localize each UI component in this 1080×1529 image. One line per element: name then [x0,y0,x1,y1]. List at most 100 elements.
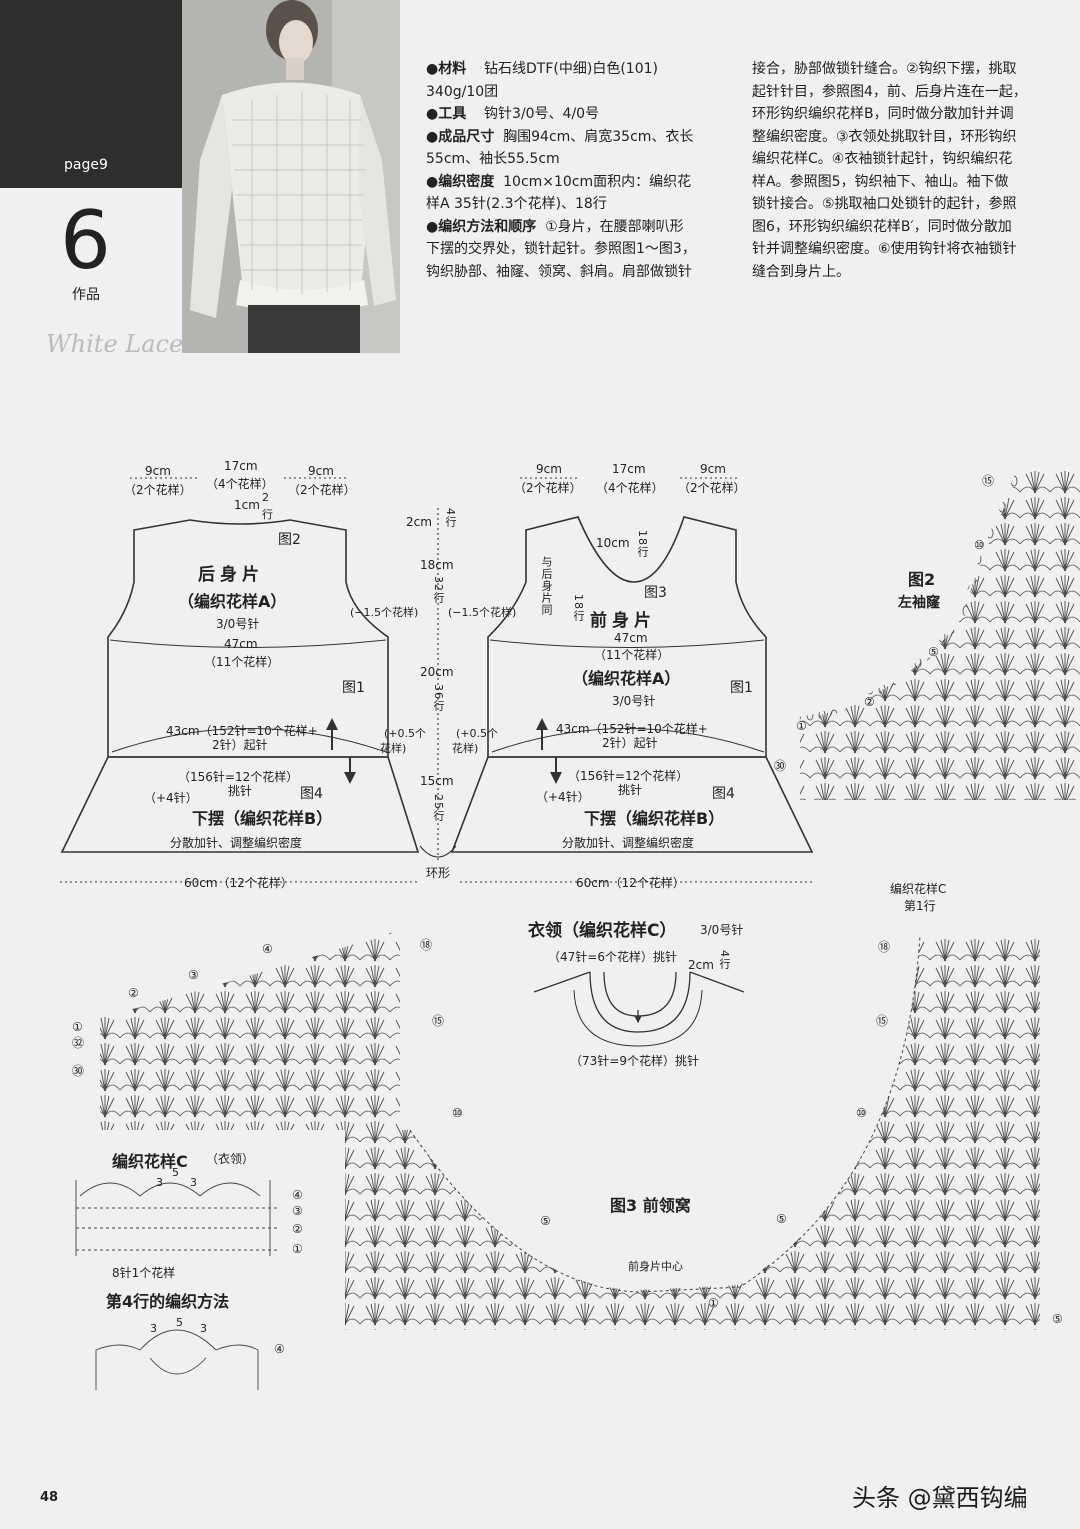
instructions-column: 接合，胁部做锁针缝合。②钩织下摆，挑取 起针针目，参照图4，前、后身片连在一起，… [752,58,1052,283]
collar-title: 衣领（编织花样C） [528,921,677,941]
dim-shoulder-rows: 4行 [444,508,457,528]
front-pickup: （156针=12个花样） [568,769,689,783]
front-pickup-2: 挑针 [618,783,643,797]
back-body-title: 后身片 [198,565,264,585]
front-side-inc-2: 花样) [452,742,479,755]
front-body-title: 前身片 [590,611,656,631]
pattern-c-chart [75,1180,280,1256]
fig3-front-center: 前身片中心 [628,1260,683,1273]
collar-pickup-top: （47针=6个花样）挑针 [548,950,677,964]
dim-shoulder-cm: 2cm [406,515,432,529]
method-text-3: 钩织胁部、袖窿、领窝、斜肩。肩部做锁针 [426,263,692,280]
back-neck-rows: 2 [262,491,269,504]
model-photo-drawing [182,0,400,353]
left-chart-row-30: ㉚ [72,1064,85,1078]
left-chart-row-32: ㉜ [72,1036,85,1050]
dim-body-rows: 36行 [432,684,445,712]
material-text-2: 340g/10团 [426,83,499,100]
collar-pickup-bottom: （73针=9个花样）挑针 [570,1054,699,1068]
watermark: 头条 @黛西钩编 [852,1484,1028,1512]
front-width-repeats: （11个花样） [594,648,670,662]
back-cast-on-2: 2针）起针 [212,738,268,752]
instruction-line: 起针针目，参照图4，前、后身片连在一起， [752,83,1027,100]
front-hem-title: 下摆（编织花样B） [584,809,725,828]
front-neck-depth: 10cm [596,536,630,550]
brand-script: White Lace [46,330,184,358]
material-text: 钻石线DTF(中细)白色(101) [484,61,658,77]
dimension-arrows [60,477,812,883]
instruction-line: 整编织密度。③衣领处挑取针目，环形钩织 [752,128,1017,145]
method-text: ①身片，在腰部喇叭形 [545,218,684,235]
row4-count-3a: 3 [150,1322,157,1335]
instruction-line: 编织花样C。④衣袖锁针起针，钩织编织花 [752,151,1013,167]
dim-body-cm: 20cm [420,665,454,679]
front-inc: （+4针） [536,790,590,804]
pattern-c-count-3a: 3 [156,1176,163,1189]
front-dim-right-repeats: （2个花样） [678,481,746,495]
front-cast-on-2: 2针）起针 [602,736,658,750]
fig3-title: 图3 前领窝 [610,1196,691,1215]
sleeve-row-5: ⑤ [928,645,939,659]
size-text: 胸围94cm、肩宽35cm、衣长 [503,128,694,145]
back-cast-on: 43cm（152针=10个花样+ [166,724,318,738]
instruction-line: 针并调整编织密度。⑥使用钩针将衣袖锁针 [752,241,1017,257]
dim-armhole-cm: 18cm [420,558,454,572]
front-fig3-ref: 图3 [644,585,667,601]
back-hem-width: 60cm（12个花样） [184,876,293,890]
left-neckline-chart [100,930,400,1130]
instruction-line: 锁针接合。⑤挑取袖口处锁针的起针，参照 [752,196,1017,212]
back-width: 47cm [224,637,258,651]
front-body-schematic [450,516,814,853]
sleeve-row-15: ⑮ [982,474,995,488]
pattern-c-row-2: ② [292,1222,303,1236]
left-chart-row-5: ⑤ [540,1214,551,1228]
pattern-c-count-5: 5 [172,1166,179,1179]
header-dark-block [0,0,182,188]
front-needle: 3/0号针 [612,694,656,708]
pattern-c-title: 编织花样C [112,1152,188,1171]
right-chart-row1-label: 第1行 [904,899,936,913]
front-width: 47cm [614,631,648,645]
left-chart-row-1: ① [72,1020,83,1034]
front-same-as-back: 与后身片同 [540,556,553,616]
back-fig4-ref: 图4 [300,786,323,802]
front-fig1-ref: 图1 [730,680,753,696]
front-dim-center-repeats: （4个花样） [596,481,664,495]
back-fig1-ref: 图1 [342,680,365,696]
gauge-text-2: 样A 35针(2.3个花样)、18行 [426,196,607,212]
pattern-c-repeat: 8针1个花样 [112,1266,176,1280]
back-neck-depth: 1cm [234,498,260,512]
front-armhole-dec: (−1.5个花样) [448,606,517,619]
dim-hem-rows: 25行 [432,794,445,822]
pattern-c-row-3: ③ [292,1204,303,1218]
front-stitch-pattern: （编织花样A） [572,669,681,688]
item-label: 作品 [72,287,100,303]
sleeve-row-2: ② [864,695,875,709]
row4-count-3b: 3 [200,1322,207,1335]
page-number: 48 [40,1490,59,1505]
left-chart-row-4: ④ [262,942,273,956]
row4-row-4: ④ [274,1342,285,1356]
label-material: ●材料 [426,61,467,77]
collar-needle: 3/0号针 [700,923,744,937]
back-pickup: （156针=12个花样） [178,770,299,784]
pattern-c-subtitle: （衣领） [206,1152,255,1166]
back-dim-left-repeats: （2个花样） [124,483,192,497]
row4-count-5: 5 [176,1316,183,1329]
front-hem-note: 分散加针、调整编织密度 [562,836,695,850]
page-label: page9 [64,157,108,173]
front-neck-chart [345,934,1040,1330]
row4-method-chart [95,1329,259,1390]
label-tools: ●工具 [426,106,467,122]
instruction-line: 样A。参照图5，钩织袖下、袖山。袖下做 [752,173,1009,190]
fig3-row-5b: ⑤ [1052,1312,1063,1326]
back-width-repeats: （11个花样） [204,655,280,669]
left-chart-row-15: ⑮ [432,1014,445,1028]
collar-height: 2cm [688,958,714,972]
front-neck-rows: 18行 [636,530,649,558]
back-dim-center-repeats: （4个花样） [206,477,274,491]
instruction-line: 图6，环形钩织编织花样B′，同时做分散加 [752,218,1012,235]
front-hem-width: 60cm（12个花样） [576,876,685,890]
front-fig4-ref: 图4 [712,786,735,802]
back-side-inc-2: 花样) [380,742,407,755]
